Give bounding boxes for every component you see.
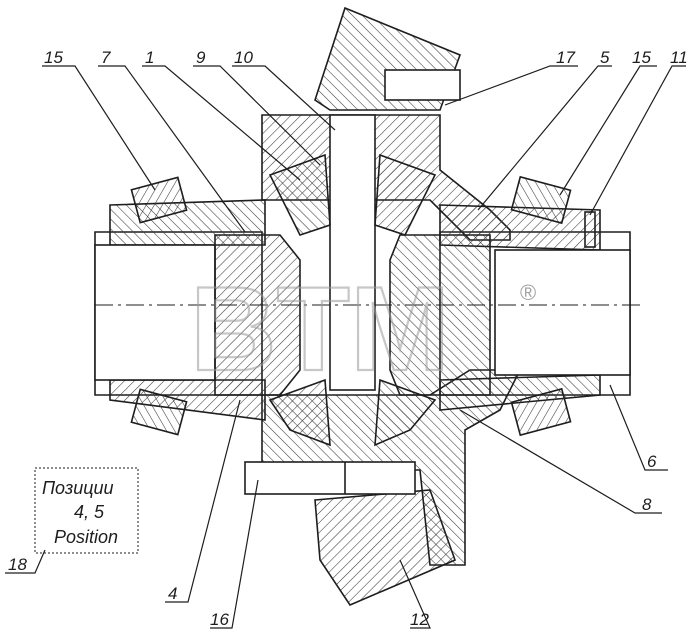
callout-10: 10 <box>234 48 253 67</box>
leader-16 <box>210 479 259 629</box>
callout-6: 6 <box>647 452 657 471</box>
callout-15-right: 15 <box>632 48 651 67</box>
bearing-right-top <box>510 175 572 225</box>
lock-pin <box>584 211 596 248</box>
callout-11: 11 <box>670 48 688 67</box>
pinion-shaft <box>329 114 376 391</box>
leader-4 <box>165 399 241 603</box>
leader-7 <box>98 65 246 233</box>
watermark-registered: ® <box>520 280 536 305</box>
callout-17: 17 <box>556 48 575 67</box>
upper-left-pinion <box>268 153 331 236</box>
note-line-3: Position <box>54 527 118 547</box>
leader-5 <box>477 65 612 211</box>
leader-18 <box>5 549 46 574</box>
leader-17 <box>444 65 578 106</box>
callout-9: 9 <box>196 48 206 67</box>
leader-12 <box>399 559 431 629</box>
bearing-left-top <box>130 176 188 224</box>
upper-right-pinion <box>374 153 437 236</box>
bolt-bottom <box>244 461 416 495</box>
note-box <box>34 467 139 554</box>
callout-12: 12 <box>410 610 429 629</box>
lower-left-pinion <box>268 378 331 447</box>
right-bore <box>494 249 631 376</box>
leader-15-right <box>559 65 657 196</box>
left-side-gear <box>214 234 301 396</box>
callout-7: 7 <box>101 48 111 67</box>
bearing-right-bottom <box>510 387 572 437</box>
bearing-left-bottom <box>130 388 188 436</box>
leader-11 <box>589 65 686 216</box>
callout-8: 8 <box>642 495 652 514</box>
leader-6 <box>609 384 668 471</box>
leader-10 <box>232 65 336 131</box>
leader-9 <box>193 65 321 166</box>
note-line-1: Позиции <box>42 478 114 498</box>
leader-8 <box>459 409 662 514</box>
callout-1: 1 <box>145 48 154 67</box>
watermark-logo: BTM <box>190 262 450 396</box>
callout-16: 16 <box>210 610 229 629</box>
callout-15-left: 15 <box>44 48 63 67</box>
callout-4: 4 <box>168 584 177 603</box>
callout-18: 18 <box>8 555 27 574</box>
note-line-2: 4, 5 <box>74 502 105 522</box>
lower-right-pinion <box>374 378 437 447</box>
bolt-top <box>384 69 461 101</box>
leader-1 <box>142 65 301 181</box>
leader-15-left <box>42 65 156 191</box>
callout-5: 5 <box>600 48 610 67</box>
